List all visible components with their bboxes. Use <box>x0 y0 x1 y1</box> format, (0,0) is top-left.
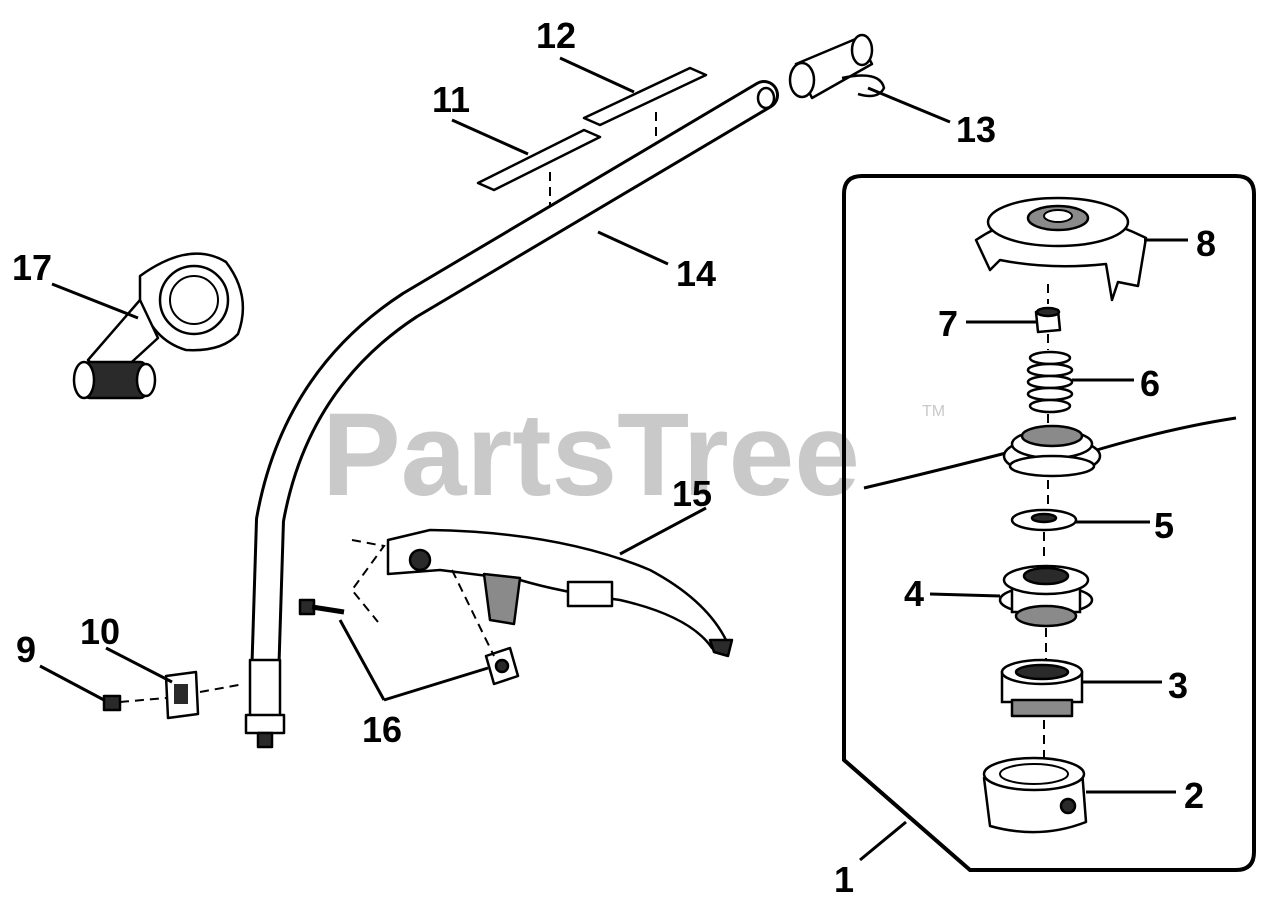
callout-11: 11 <box>432 79 470 120</box>
hub-3 <box>1000 658 1084 718</box>
washer-5 <box>1010 508 1078 532</box>
line-spool <box>863 416 1237 490</box>
callout-13: 13 <box>956 109 996 150</box>
spool-4 <box>998 564 1094 628</box>
eyelet-7 <box>1034 306 1062 334</box>
screw-9 <box>102 694 122 712</box>
spring-6 <box>1026 350 1074 414</box>
callout-6: 6 <box>1140 363 1160 404</box>
callout-4: 4 <box>904 573 924 614</box>
callout-1: 1 <box>834 859 854 899</box>
shaft-tube-end <box>756 86 776 110</box>
decal-12 <box>582 66 708 127</box>
decal-11 <box>476 128 602 192</box>
housing-2 <box>982 756 1088 834</box>
trimmer-head-assembly-box <box>842 174 1256 872</box>
callout-3: 3 <box>1168 665 1188 706</box>
shaft-bottom-collar <box>244 713 286 735</box>
callout-9: 9 <box>16 629 36 670</box>
wing-nut-16 <box>484 646 520 686</box>
shaft-bottom-stub <box>256 731 274 749</box>
spool-cover <box>974 196 1148 302</box>
callout-8: 8 <box>1196 223 1216 264</box>
clip-guide <box>199 683 245 693</box>
callout-2: 2 <box>1184 775 1204 816</box>
nut-guide <box>451 569 495 657</box>
callout-12: 12 <box>536 15 576 56</box>
watermark-trademark: TM <box>922 403 945 420</box>
handle-assembly <box>72 252 245 400</box>
watermark-brand: PartsTree <box>322 389 860 521</box>
guard <box>386 528 734 658</box>
bolt-16 <box>298 598 345 616</box>
screw-guide <box>119 697 167 703</box>
callout-17: 17 <box>12 247 52 288</box>
leader-lines <box>39 56 1188 862</box>
callout-10: 10 <box>80 611 120 652</box>
callout-14: 14 <box>676 253 716 294</box>
callout-16: 16 <box>362 709 402 750</box>
shaft-bottom-fitting <box>248 658 282 724</box>
callout-5: 5 <box>1154 505 1174 546</box>
bolt-guide <box>350 539 386 623</box>
shaft-coupler <box>788 33 886 100</box>
callout-7: 7 <box>938 303 958 344</box>
clip-10 <box>164 670 200 720</box>
callout-15: 15 <box>672 473 712 514</box>
